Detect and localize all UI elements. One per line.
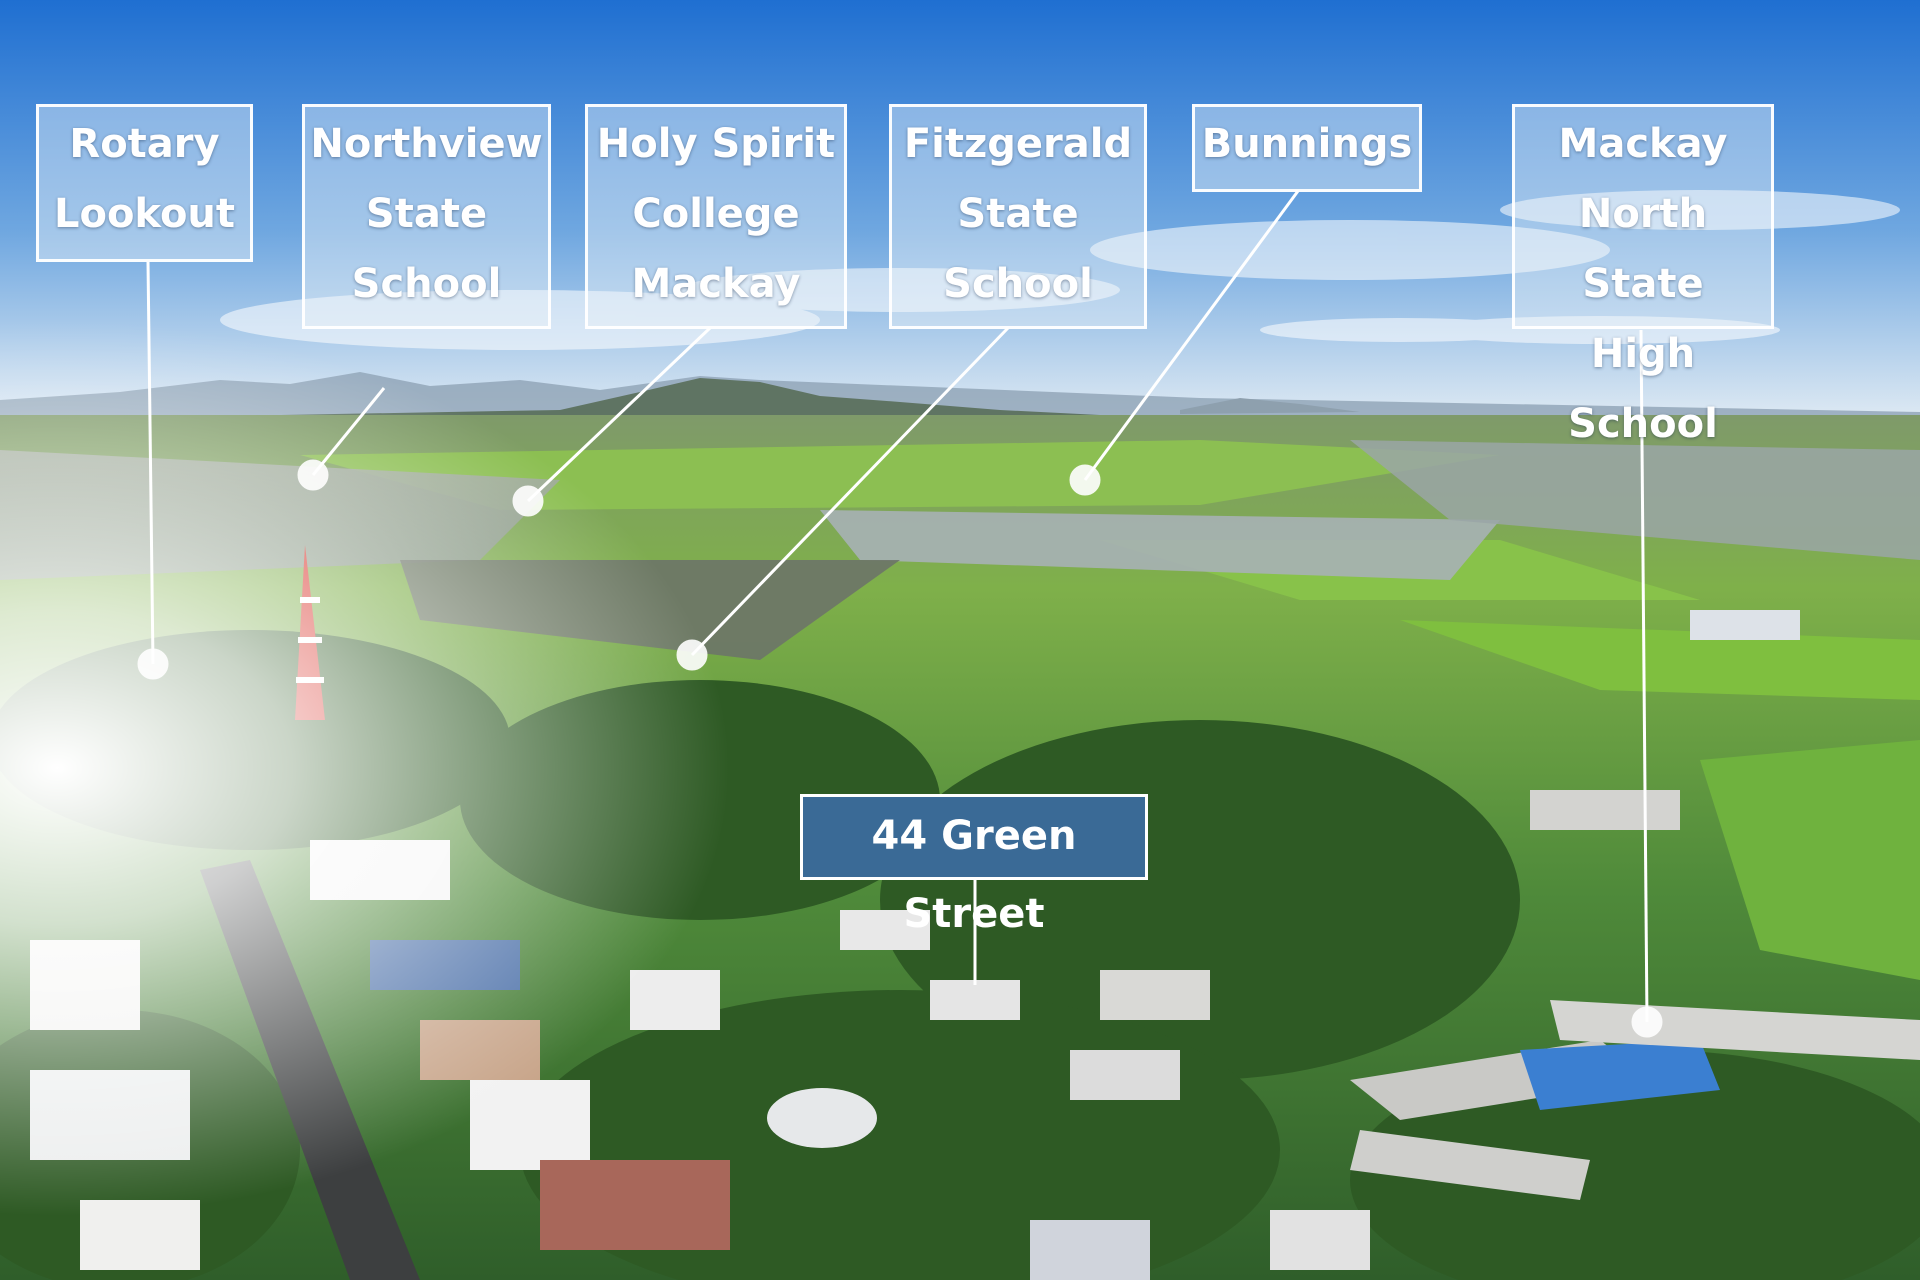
label-line: Mackay xyxy=(1558,121,1728,167)
leader-lines xyxy=(137,190,1663,1038)
label-northview-state-school: Northview State School xyxy=(302,104,551,329)
label-line: Mackay xyxy=(631,261,801,307)
label-line: State xyxy=(365,191,488,237)
label-line: School xyxy=(943,261,1093,307)
label-bunnings: Bunnings xyxy=(1192,104,1422,192)
label-fitzgerald-state-school: Fitzgerald State School xyxy=(889,104,1147,329)
label-line: Lookout xyxy=(53,191,236,237)
label-rotary-lookout: Rotary Lookout xyxy=(36,104,253,262)
label-line: State xyxy=(957,191,1079,237)
label-line: Northview xyxy=(310,121,543,167)
label-mackay-north-state-high-school: Mackay North State High School xyxy=(1512,104,1774,447)
label-line: Holy Spirit xyxy=(596,121,836,167)
label-line: School xyxy=(351,261,502,307)
label-line: Fitzgerald xyxy=(903,121,1133,167)
label-line: College xyxy=(632,191,800,237)
label-line: Bunnings xyxy=(1201,121,1413,167)
property-address-label: 44 Green Street xyxy=(800,794,1148,937)
label-line: High School xyxy=(1568,331,1718,447)
label-line: North State xyxy=(1578,191,1708,307)
label-holy-spirit-college-mackay: Holy Spirit College Mackay xyxy=(585,104,847,329)
label-line: Rotary xyxy=(69,121,220,167)
